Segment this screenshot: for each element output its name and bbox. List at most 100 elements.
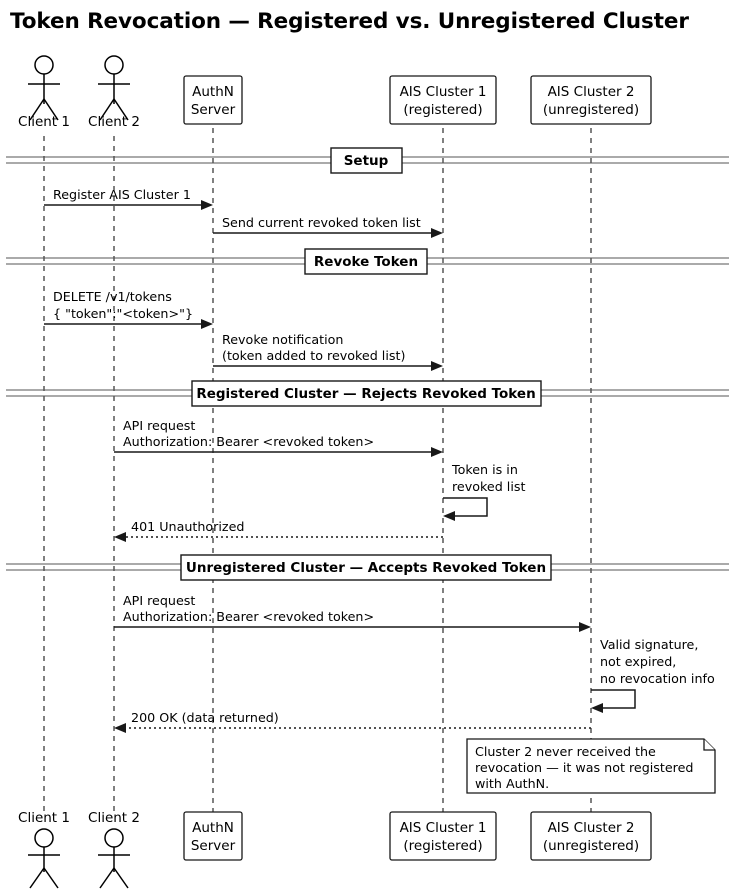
self-valid-signature-label-line2: not expired,: [600, 654, 676, 669]
msg-401-unauthorized-arrowhead: [114, 532, 126, 542]
divider-box: [180, 554, 552, 581]
divider-unregistered-cluster: Unregistered Cluster — Accepts Revoked T…: [6, 554, 729, 581]
divider-box: [304, 248, 428, 275]
msg-api-request-cluster1: API request Authorization: Bearer <revok…: [114, 418, 443, 457]
note-fold-corner-icon: [703, 739, 715, 751]
msg-register-arrowhead: [201, 200, 213, 210]
divider-revoke-token: Revoke Token: [6, 248, 729, 275]
participant-client2-bottom[interactable]: Client 2: [88, 810, 140, 889]
msg-api-request-cluster2-arrowhead: [579, 622, 591, 632]
participant-box-ais2-top: [530, 75, 652, 125]
msg-200-ok: 200 OK (data returned): [114, 710, 591, 733]
participant-label-authn-line1-bottom: AuthN: [192, 820, 234, 836]
divider-label-unregistered-cluster: Unregistered Cluster — Accepts Revoked T…: [186, 560, 546, 576]
participant-label-ais2-line1: AIS Cluster 2: [548, 84, 635, 100]
note-line3: with AuthN.: [475, 776, 549, 791]
divider-setup: Setup: [6, 147, 729, 174]
note-line2: revocation — it was not registered: [475, 760, 693, 775]
actor-leg-left-icon: [29, 98, 45, 121]
participant-client1-top[interactable]: Client 1: [18, 55, 70, 130]
divider-box: [191, 380, 542, 407]
self-token-in-revoked-list-loop: [443, 497, 488, 517]
self-valid-signature-label-line3: no revocation info: [600, 671, 715, 686]
lifelines-layer: [43, 128, 592, 812]
participant-label-authn-line2-bottom: Server: [191, 838, 236, 854]
self-token-in-revoked-list-label-line2: revoked list: [452, 479, 525, 494]
actor-leg-right-icon: [113, 98, 129, 121]
participant-authn-bottom[interactable]: AuthN Server: [183, 811, 243, 861]
self-token-in-revoked-list-label-line1: Token is in: [451, 462, 518, 477]
msg-send-revoked-list-arrowhead: [431, 228, 443, 238]
participant-ais2-bottom[interactable]: AIS Cluster 2 (unregistered): [530, 811, 652, 861]
actor-leg-right-icon: [43, 98, 59, 121]
actor-leg-right-icon: [113, 867, 129, 889]
msg-revoke-notification-label-line1: Revoke notification: [222, 332, 343, 347]
participant-label-authn-line2: Server: [191, 102, 236, 118]
msg-register-label: Register AIS Cluster 1: [53, 187, 191, 202]
msg-200-ok-arrowhead: [114, 723, 126, 733]
participant-label-client2-bottom: Client 2: [88, 810, 140, 826]
msg-api-request-cluster2-label-line2: Authorization: Bearer <revoked token>: [123, 609, 374, 624]
participant-client1-bottom[interactable]: Client 1: [18, 810, 70, 889]
msg-401-unauthorized: 401 Unauthorized: [114, 519, 443, 542]
divider-label-registered-cluster: Registered Cluster — Rejects Revoked Tok…: [196, 386, 535, 402]
participant-ais1-bottom[interactable]: AIS Cluster 1 (registered): [389, 811, 497, 861]
actor-head-icon: [104, 828, 124, 848]
self-valid-signature-arrowhead: [591, 703, 603, 713]
participant-label-client2-top: Client 2: [88, 114, 140, 130]
participant-authn-top[interactable]: AuthN Server: [183, 75, 243, 125]
participant-label-client1-top: Client 1: [18, 114, 70, 130]
participant-box-authn-bottom: [183, 811, 243, 861]
msg-delete-token: DELETE /v1/tokens { "token":"<token>"}: [44, 289, 213, 329]
actor-leg-left-icon: [29, 867, 45, 889]
divider-box: [330, 147, 403, 174]
participant-label-authn-line1: AuthN: [192, 84, 234, 100]
self-valid-signature-loop: [591, 689, 636, 709]
msg-send-revoked-list-label: Send current revoked token list: [222, 215, 421, 230]
msg-revoke-notification-label-line2: (token added to revoked list): [222, 348, 405, 363]
participant-label-ais1-line1-bottom: AIS Cluster 1: [400, 820, 487, 836]
msg-delete-token-arrowhead: [201, 319, 213, 329]
participant-label-ais1-line2: (registered): [403, 102, 482, 118]
participant-box-ais1-bottom: [389, 811, 497, 861]
self-valid-signature: Valid signature, not expired, no revocat…: [591, 637, 715, 713]
participants-top: Client 1 Client 2 AuthN Server AIS Clus: [18, 55, 652, 130]
actor-head-icon: [34, 828, 54, 848]
actor-leg-left-icon: [99, 98, 115, 121]
msg-revoke-notification: Revoke notification (token added to revo…: [213, 332, 443, 371]
note-cluster2: Cluster 2 never received the revocation …: [466, 738, 716, 794]
divider-registered-cluster: Registered Cluster — Rejects Revoked Tok…: [6, 380, 729, 407]
participant-label-ais1-line1: AIS Cluster 1: [400, 84, 487, 100]
msg-send-revoked-list: Send current revoked token list: [213, 215, 443, 238]
participant-label-client1-bottom: Client 1: [18, 810, 70, 826]
participant-label-ais2-line1-bottom: AIS Cluster 2: [548, 820, 635, 836]
page-title: Token Revocation — Registered vs. Unregi…: [10, 9, 689, 34]
msg-200-ok-label: 200 OK (data returned): [131, 710, 279, 725]
actor-head-icon: [104, 55, 124, 75]
participant-box-authn-top: [183, 75, 243, 125]
participant-box-ais1-top: [389, 75, 497, 125]
msg-api-request-cluster2-label-line1: API request: [123, 593, 195, 608]
note-body: [466, 738, 716, 794]
divider-label-revoke-token: Revoke Token: [314, 254, 418, 270]
actor-leg-left-icon: [99, 867, 115, 889]
msg-api-request-cluster1-arrowhead: [431, 447, 443, 457]
actor-leg-right-icon: [43, 867, 59, 889]
actor-head-icon: [34, 55, 54, 75]
participant-label-ais2-line2-bottom: (unregistered): [543, 838, 639, 854]
msg-delete-token-label-line2: { "token":"<token>"}: [53, 306, 193, 321]
self-valid-signature-label-line1: Valid signature,: [600, 637, 698, 652]
participant-box-ais2-bottom: [530, 811, 652, 861]
participant-ais2-top[interactable]: AIS Cluster 2 (unregistered): [530, 75, 652, 125]
divider-label-setup: Setup: [344, 153, 389, 169]
participant-label-ais2-line2: (unregistered): [543, 102, 639, 118]
participant-label-ais1-line2-bottom: (registered): [403, 838, 482, 854]
msg-delete-token-label-line1: DELETE /v1/tokens: [53, 289, 172, 304]
msg-api-request-cluster1-label-line1: API request: [123, 418, 195, 433]
participant-client2-top[interactable]: Client 2: [88, 55, 140, 130]
self-token-in-revoked-list: Token is in revoked list: [443, 462, 525, 521]
msg-api-request-cluster2: API request Authorization: Bearer <revok…: [114, 593, 591, 632]
note-line1: Cluster 2 never received the: [475, 744, 656, 759]
msg-revoke-notification-arrowhead: [431, 361, 443, 371]
participant-ais1-top[interactable]: AIS Cluster 1 (registered): [389, 75, 497, 125]
